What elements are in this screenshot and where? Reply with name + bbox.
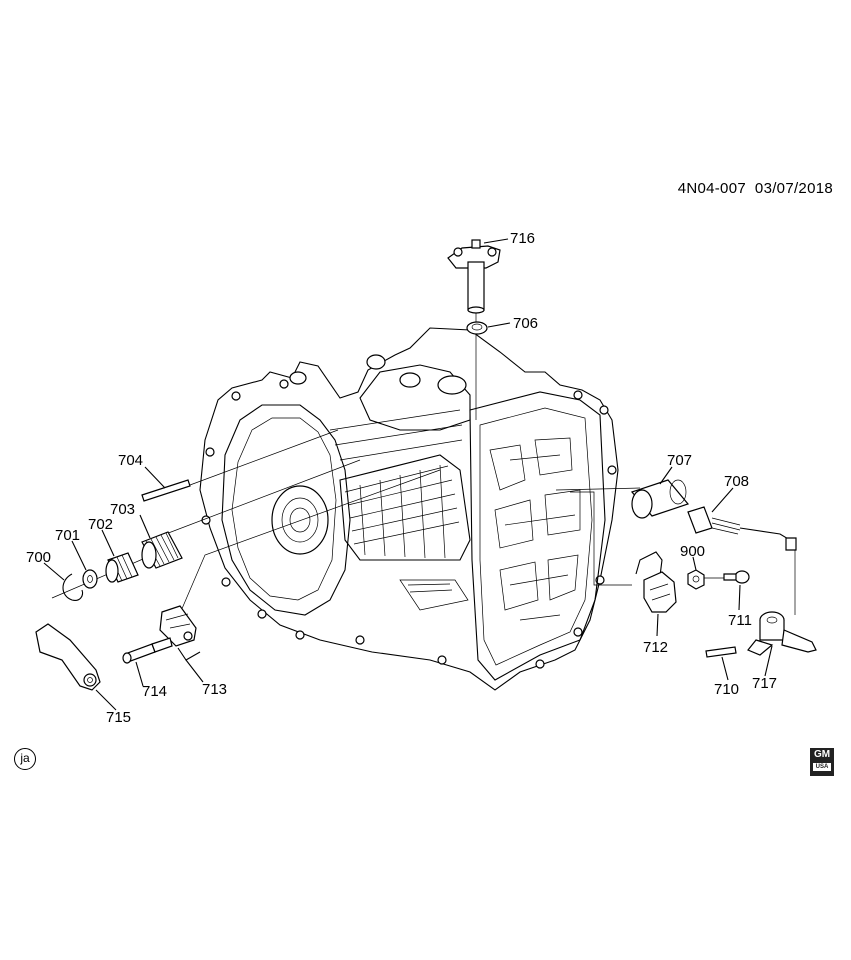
part-712-range-switch bbox=[635, 551, 677, 613]
diagram-reference: 4N04-007 03/07/2018 bbox=[678, 180, 833, 197]
callout-714: 714 bbox=[142, 683, 167, 700]
diagram-code: 4N04-007 bbox=[677, 180, 746, 197]
callout-labels: 716 706 704 703 702 701 700 707 708 900 … bbox=[26, 230, 777, 726]
part-900-nut bbox=[687, 569, 705, 590]
part-703-spring bbox=[141, 531, 183, 569]
part-706-seal bbox=[466, 321, 488, 335]
gm-logo: GM USA bbox=[810, 748, 834, 776]
gm-logo-sub: USA bbox=[813, 763, 831, 771]
part-700-snap-ring bbox=[62, 573, 84, 601]
callout-716: 716 bbox=[510, 230, 535, 247]
callout-717: 717 bbox=[752, 675, 777, 692]
part-716-shift-shaft bbox=[447, 239, 501, 314]
callout-707: 707 bbox=[667, 452, 692, 469]
callout-leaders bbox=[43, 238, 773, 711]
valve-body bbox=[469, 391, 606, 681]
callout-708: 708 bbox=[724, 473, 749, 490]
part-711-bolt bbox=[723, 570, 750, 584]
part-707-sleeve bbox=[630, 479, 690, 519]
part-701-washer bbox=[82, 569, 98, 589]
part-713-detent-bracket bbox=[159, 605, 201, 661]
callout-702: 702 bbox=[88, 516, 113, 533]
callout-711: 711 bbox=[728, 612, 752, 629]
callout-701: 701 bbox=[55, 527, 80, 544]
transmission-case bbox=[199, 327, 619, 691]
assembly-lines bbox=[51, 300, 796, 619]
part-715-shift-lever bbox=[35, 623, 101, 691]
diagram-date: 03/07/2018 bbox=[754, 180, 833, 197]
part-717-lever bbox=[747, 611, 817, 656]
callout-706: 706 bbox=[513, 315, 538, 332]
part-704-pin bbox=[141, 479, 191, 502]
callout-700: 700 bbox=[26, 549, 51, 566]
callout-900: 900 bbox=[680, 543, 705, 560]
callout-710: 710 bbox=[714, 681, 739, 698]
part-710-pin bbox=[705, 646, 737, 658]
artist-mark: ja bbox=[14, 748, 36, 770]
part-714-manual-shaft bbox=[122, 637, 173, 664]
callout-704: 704 bbox=[118, 452, 143, 469]
gm-logo-text: GM bbox=[813, 749, 831, 760]
part-702-spring bbox=[105, 552, 139, 583]
callout-712: 712 bbox=[643, 639, 668, 656]
callout-715: 715 bbox=[106, 709, 131, 726]
clutch-housing bbox=[339, 454, 471, 561]
part-708-rod bbox=[687, 506, 797, 551]
callout-703: 703 bbox=[110, 501, 135, 518]
case-bolt-bosses bbox=[201, 379, 617, 669]
callout-713: 713 bbox=[202, 681, 227, 698]
